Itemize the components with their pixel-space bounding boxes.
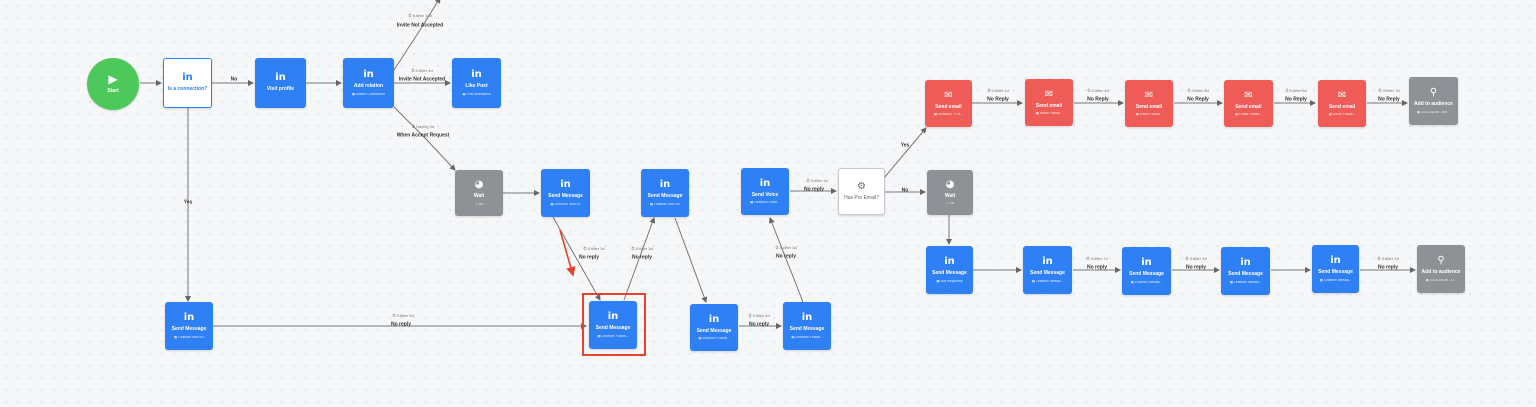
- edge-label-no-reply: No reply: [1086, 264, 1108, 271]
- edge-delay: ⏱ If After 3d: [583, 246, 605, 251]
- node-is-connection[interactable]: in Is a connection?: [163, 58, 212, 108]
- edge-label-no-reply: No reply: [631, 254, 653, 261]
- node-add-to-audience[interactable]: ⚲ Add to audience ▦ 2022-08-05 - Li...: [1417, 245, 1465, 293]
- edge-label-no-reply: No reply: [775, 253, 797, 260]
- edge-delay: ⏱ Having 3d: [411, 124, 435, 129]
- node-send-message-highlighted[interactable]: in Send Message ▦ LinkedIn Follow...: [589, 301, 637, 349]
- mail-icon: ✉: [1244, 89, 1253, 101]
- edge-label-no-reply: No Reply: [1187, 96, 1209, 103]
- linkedin-icon: in: [1330, 255, 1341, 266]
- node-wait[interactable]: ◕ Wait ⏱ 5d: [455, 170, 503, 216]
- audience-icon: ⚲: [1437, 255, 1445, 266]
- node-send-message[interactable]: in Send Message ▦ LinkedIn Follow...: [783, 302, 831, 350]
- linkedin-icon: in: [363, 69, 374, 80]
- linkedin-icon: in: [560, 179, 571, 190]
- mail-icon: ✉: [1044, 88, 1054, 100]
- start-node[interactable]: ▶ Start: [87, 58, 139, 110]
- node-send-message[interactable]: in Send Message ▦ LinkedIn Messa...: [1023, 246, 1072, 294]
- node-like-post[interactable]: in Like Post ▦ Post Interaction: [452, 58, 501, 108]
- node-send-message[interactable]: in Send Message ▦ LinkedIn Follow...: [690, 304, 738, 351]
- edge-label-no-reply: No Reply: [1378, 96, 1400, 103]
- audience-icon: ⚲: [1429, 87, 1438, 98]
- node-send-email[interactable]: ✉ Send email ▦ Email Follow...: [1125, 80, 1173, 127]
- edge-delay: ⏱ If After 1d: [1377, 256, 1399, 261]
- edge-label-no-reply: No reply: [578, 254, 600, 261]
- node-wait[interactable]: ◕ Wait ⏱ 2d: [927, 170, 973, 215]
- node-send-message[interactable]: in Send Message ▦ Not Response: [926, 246, 973, 294]
- edge-delay: ⏱ If After 3d: [631, 246, 653, 251]
- node-has-pro-email[interactable]: ⚙ Has Pro Email?: [838, 168, 885, 215]
- linkedin-icon: in: [471, 69, 482, 80]
- edge-label-yes: Yes: [183, 199, 193, 206]
- linkedin-icon: in: [708, 313, 720, 325]
- node-send-message[interactable]: in Send Message ▦ LinkedIn Intro #2: [641, 169, 689, 217]
- mail-icon: ✉: [944, 89, 953, 101]
- edge-label-no-reply: No reply: [1185, 264, 1207, 271]
- edge-delay: ⏱ If After 3d: [775, 245, 797, 250]
- linkedin-icon: in: [1240, 257, 1251, 268]
- edge-delay: ⏱ If After 3d: [806, 178, 828, 183]
- condition-icon: ⚙: [857, 180, 866, 192]
- play-icon: ▶: [108, 72, 118, 87]
- highlight-box: [582, 293, 646, 356]
- edge-delay: ⏱ If After 5d: [1187, 88, 1209, 93]
- linkedin-icon: in: [801, 312, 813, 323]
- linkedin-icon: in: [1141, 257, 1152, 268]
- edge-delay: ⏱ If After 1d: [987, 88, 1009, 93]
- mail-icon: ✉: [1337, 89, 1347, 101]
- node-send-voice[interactable]: in Send Voice ▦ LinkedIn Voice...: [741, 168, 789, 215]
- node-send-message[interactable]: in Send Message ▦ LinkedIn Messa...: [1122, 247, 1171, 295]
- edge-label-yes: Yes: [900, 142, 910, 149]
- linkedin-icon: in: [1042, 256, 1053, 267]
- edge-delay: ⏱ If After 6d: [1285, 88, 1307, 93]
- node-send-email[interactable]: ✉ Send email ▦ Email Follow...: [1318, 80, 1366, 127]
- edge-label-no-reply: No reply: [803, 186, 825, 193]
- node-add-to-audience[interactable]: ⚲ Add to audience ▦ 2022-08-05 - Em...: [1409, 77, 1458, 125]
- node-send-message[interactable]: in Send Message ▦ LinkedIn Intro #1: [541, 169, 590, 217]
- edge-delay: ⏱ If After 4d: [1087, 88, 1109, 93]
- edge-label-no-reply: No Reply: [1285, 96, 1307, 103]
- clock-icon: ◕: [945, 178, 955, 190]
- clock-icon: ◕: [474, 179, 484, 190]
- linkedin-icon: in: [607, 311, 619, 322]
- edge-label-no: No: [230, 76, 238, 83]
- node-send-message[interactable]: in Send Message ▦ LinkedIn Messa...: [1221, 247, 1270, 295]
- edge-label-invite-not-accepted: Invite Not Accepted: [396, 22, 444, 29]
- linkedin-icon: in: [759, 177, 771, 189]
- linkedin-icon: in: [944, 256, 955, 267]
- edge-label-no-reply: No Reply: [1087, 96, 1109, 103]
- edge-label-no-reply: No Reply: [987, 96, 1009, 103]
- highlight-arrow: [559, 229, 576, 277]
- node-send-message[interactable]: in Send Message ▦ LinkedIn Intro #1: [165, 302, 213, 350]
- edge-label-no: No: [901, 187, 909, 194]
- edge-delay: ⏱ If After 7d: [1086, 256, 1108, 261]
- node-visit-profile[interactable]: in Visit profile: [255, 58, 306, 108]
- edge-label-when-accept: When Accept Request: [396, 132, 450, 139]
- edge-delay: ⏱ If After 4d: [748, 313, 770, 318]
- edge-delay: ⏱ If After 10d: [408, 13, 432, 18]
- edge-label-no-reply: No reply: [748, 321, 770, 328]
- node-send-message[interactable]: in Send Message ▦ LinkedIn Messa...: [1312, 245, 1359, 293]
- edge-delay: ⏱ If After 4d: [411, 68, 433, 73]
- linkedin-icon: in: [182, 72, 193, 84]
- mail-icon: ✉: [1144, 89, 1154, 101]
- linkedin-icon: in: [183, 312, 195, 323]
- edge-delay: ⏱ If After 5d: [392, 313, 414, 318]
- linkedin-icon: in: [659, 179, 671, 190]
- node-send-email[interactable]: ✉ Send email ▦ Email Follow...: [1025, 79, 1073, 126]
- node-send-email[interactable]: ✉ Send email ▦ Invitation + Fo...: [925, 80, 972, 127]
- edge-delay: ⏱ If After 4d: [1185, 256, 1207, 261]
- edge-label-no-reply: No reply: [1377, 264, 1399, 271]
- edge-label-invite-not-accepted: Invite Not Accepted: [398, 76, 446, 83]
- node-add-relation[interactable]: in Add relation ▦ Added Connection: [343, 58, 394, 108]
- edge-label-no-reply: No reply: [390, 321, 412, 328]
- node-send-email[interactable]: ✉ Send email ▦ Email Follow...: [1224, 80, 1273, 127]
- edge-delay: ⏱ If After 1d: [1378, 88, 1400, 93]
- linkedin-icon: in: [275, 72, 286, 84]
